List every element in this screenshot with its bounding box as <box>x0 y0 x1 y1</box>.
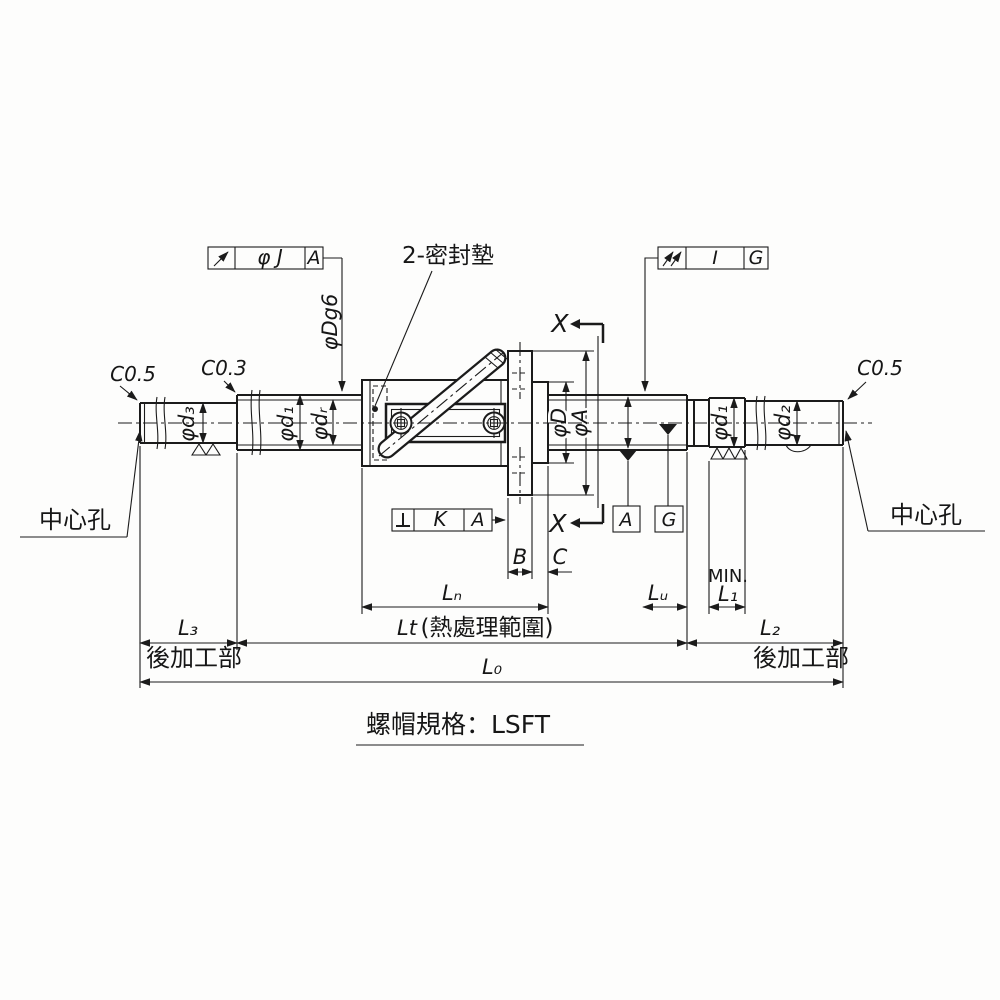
dim-Lu: Lᵤ <box>648 581 668 605</box>
perpendicularity-callout: K A <box>391 507 506 532</box>
chamfer-labels: C0.5 C0.3 C0.5 <box>110 356 903 401</box>
dim-C: C <box>553 545 568 569</box>
dim-min: MIN. <box>708 566 748 587</box>
perp-datum: A <box>470 509 485 531</box>
chamfer-c03: C0.3 <box>201 356 247 380</box>
thread-od-label: φDg6 <box>318 294 342 351</box>
dim-Lt-range: (熱處理範圍) <box>421 615 554 641</box>
datum-a: A <box>612 396 641 533</box>
finish-mark-right <box>710 446 748 460</box>
chamfer-c05-right: C0.5 <box>857 356 903 380</box>
extension-lines <box>139 350 844 688</box>
runout-left-datum: A <box>306 247 321 269</box>
dim-L1: L₁ <box>718 582 738 606</box>
runout-callout-right: I G <box>641 246 769 392</box>
groove-arc <box>785 444 812 453</box>
datum-g-triangle <box>659 424 677 435</box>
center-hole-right-callout: 中心孔 <box>844 430 985 532</box>
chamfer-c05-left: C0.5 <box>110 362 156 386</box>
runout-left-tolerance: φ J <box>257 245 283 269</box>
dim-B: B <box>513 545 527 569</box>
title-text: 螺帽規格：LSFT <box>366 710 551 739</box>
section-label-bottom: X <box>547 509 567 538</box>
datum-a-label: A <box>618 509 633 531</box>
total-runout-icon <box>662 251 682 267</box>
leader-dot <box>372 406 378 412</box>
datum-a-triangle <box>619 450 637 461</box>
zone-post-machined-left: 後加工部 <box>146 644 242 672</box>
dim-L0: L₀ <box>482 655 503 679</box>
surface-finish-marks <box>190 442 748 460</box>
section-line-x: X X <box>547 309 605 538</box>
seal-washer-callout: 2-密封墊 <box>372 243 494 412</box>
perpendicularity-icon <box>396 513 410 527</box>
datum-g-label: G <box>662 509 677 531</box>
section-arrow-bottom <box>570 504 605 528</box>
return-tube <box>377 348 508 459</box>
center-hole-left-label: 中心孔 <box>39 506 111 534</box>
dim-L3: L₃ <box>178 616 198 640</box>
dim-L2: L₂ <box>760 616 781 640</box>
center-hole-right-label: 中心孔 <box>890 501 962 529</box>
thread-od-callout: φDg6 <box>318 258 346 392</box>
runout-callout-left: φ J A <box>207 245 342 270</box>
seal-washer-label: 2-密封墊 <box>402 243 494 269</box>
section-arrow-top <box>570 319 605 343</box>
runout-right-datum: G <box>749 247 764 269</box>
drawing-title: 螺帽規格：LSFT <box>356 710 584 746</box>
length-dimensions: B C Lₙ Lᵤ MIN. L₁ L₃ Lt (熱處理範圍) L₂ L₀ 後加… <box>139 545 849 686</box>
dia-d1-left-label: φd₁ <box>274 406 298 442</box>
center-hole-left-callout: 中心孔 <box>20 430 143 538</box>
section-label-top: X <box>549 309 569 338</box>
dim-Ln: Lₙ <box>442 581 462 605</box>
circular-runout-icon <box>213 251 229 267</box>
perp-tolerance: K <box>433 507 448 531</box>
dia-d3-label: φd₃ <box>175 406 199 442</box>
datum-g: G <box>654 424 684 533</box>
finish-mark-left <box>190 442 222 456</box>
runout-right-tolerance: I <box>712 247 718 269</box>
dim-Lt-letter: Lt <box>397 616 418 640</box>
zone-post-machined-right: 後加工部 <box>753 644 849 672</box>
